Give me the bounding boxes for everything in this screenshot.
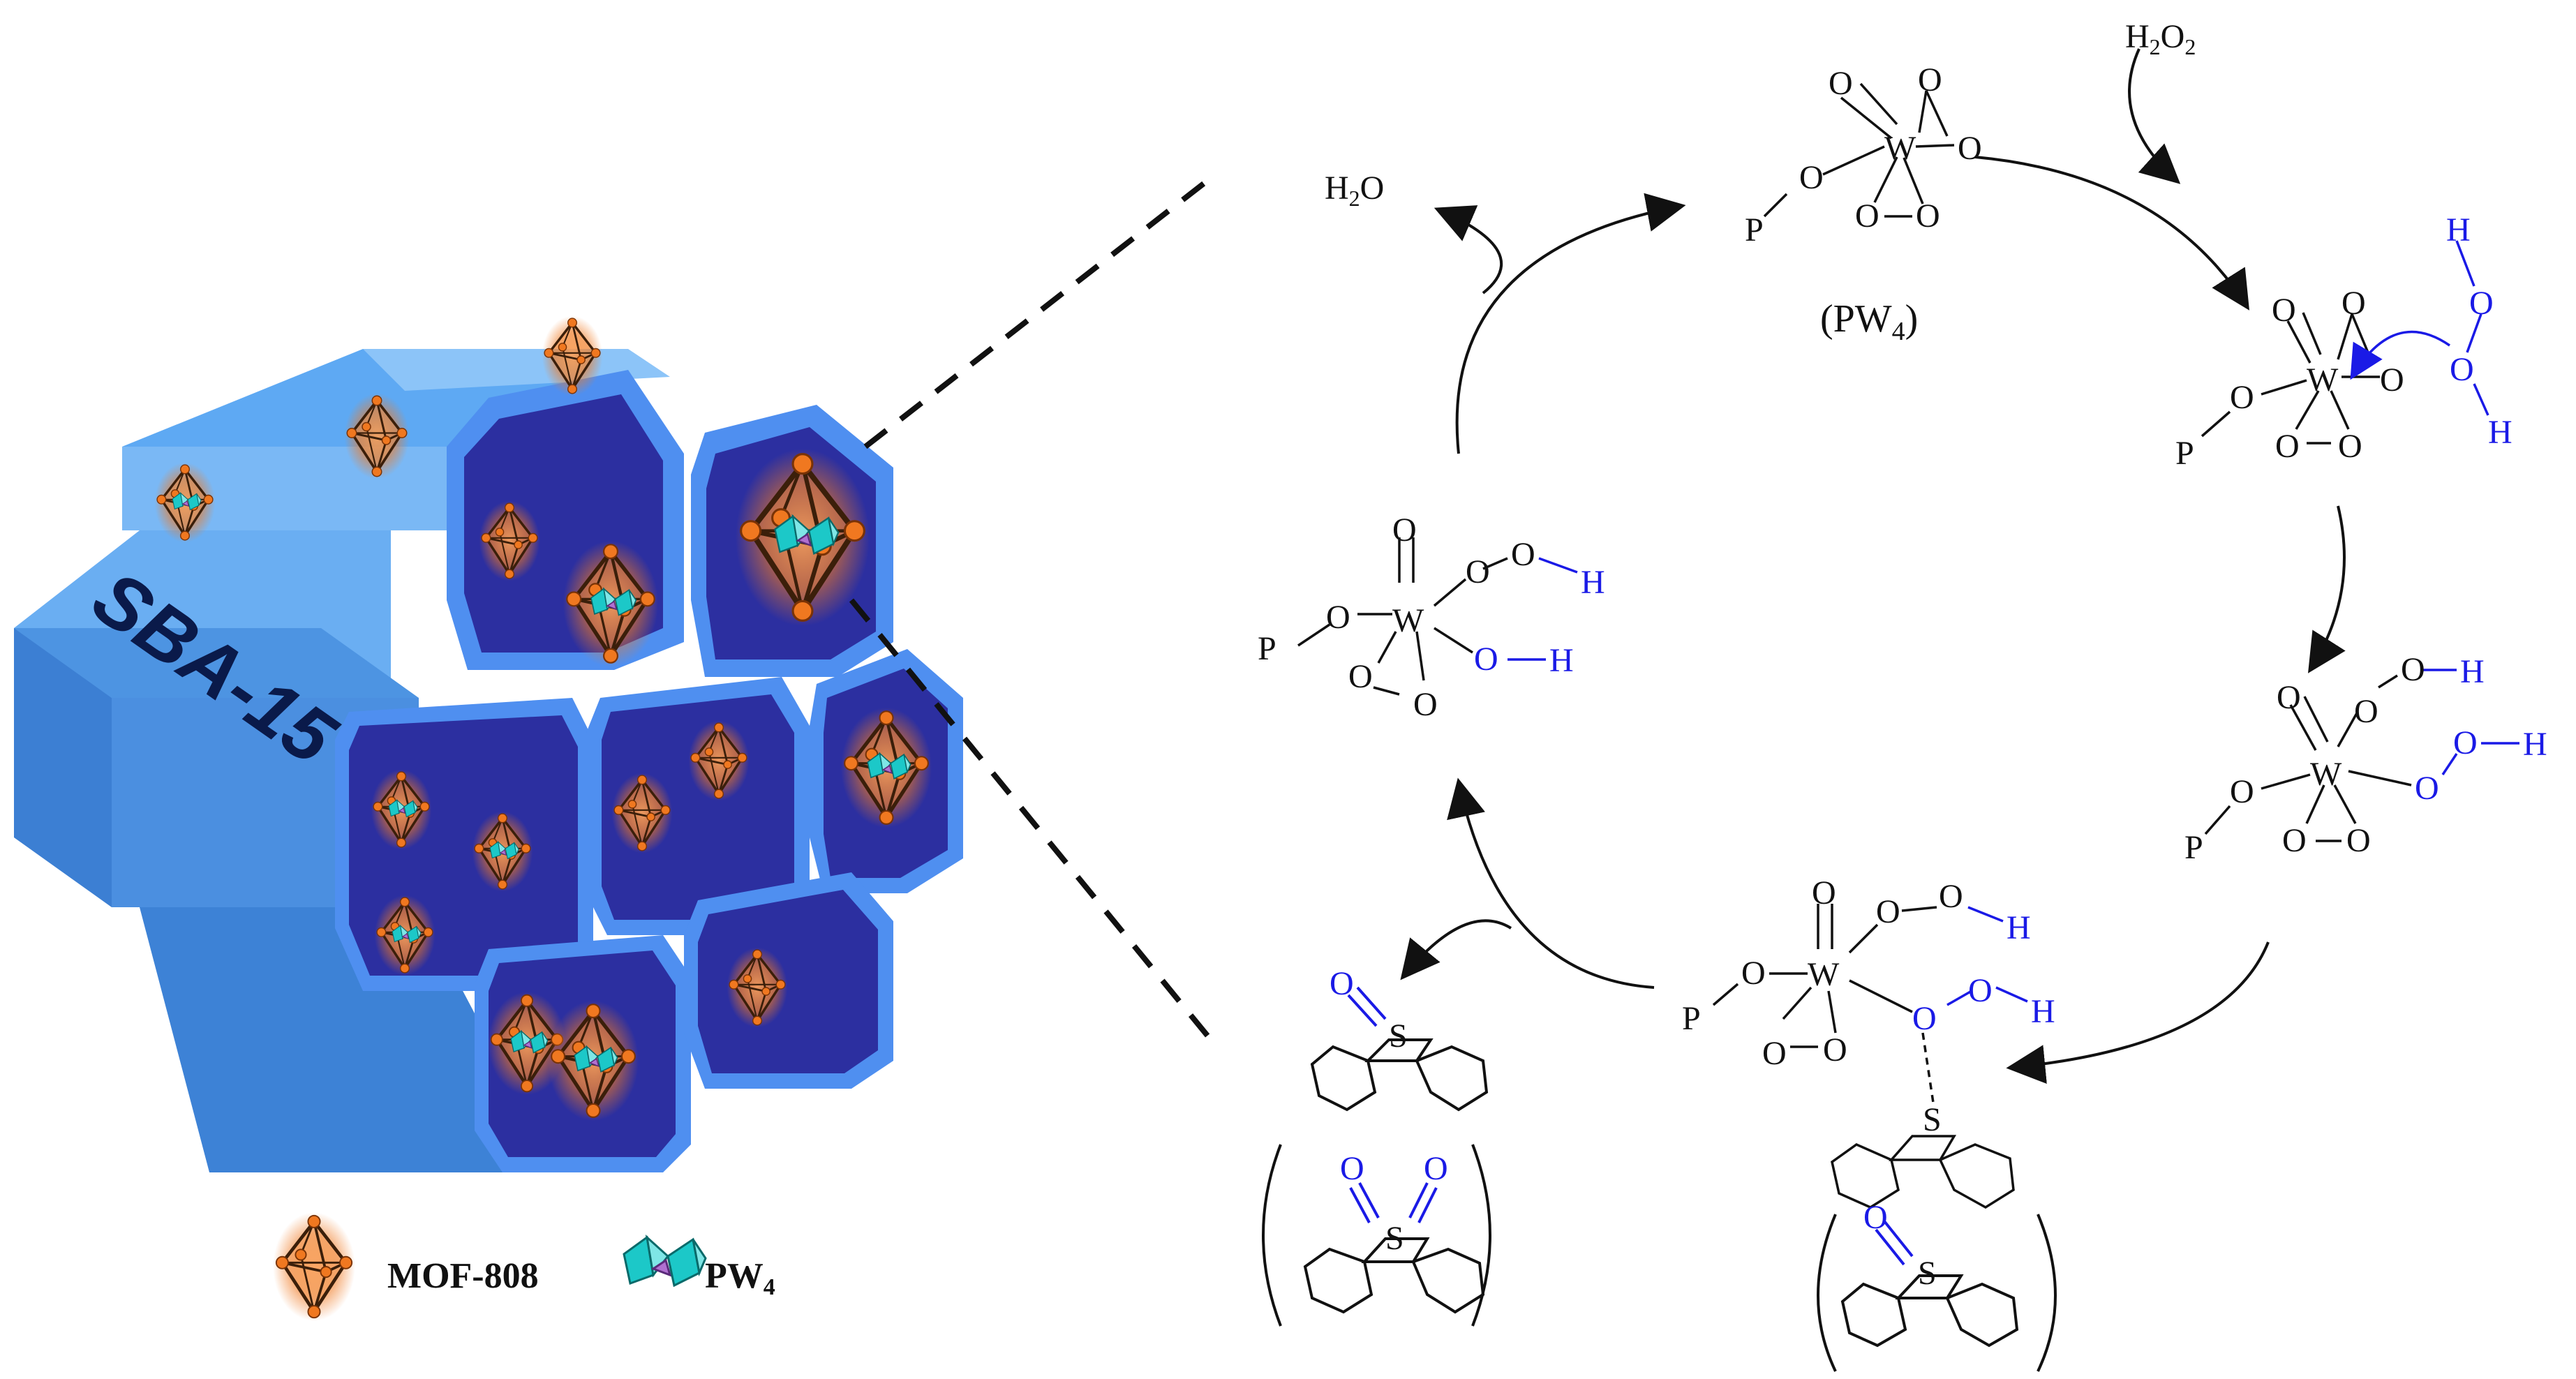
c2-W: W	[2307, 361, 2339, 398]
sulfoxide-O: O	[1863, 1199, 1888, 1236]
c4-O-br: O	[1823, 1031, 1847, 1068]
c3-H1: H	[2460, 653, 2485, 690]
arrow-top-to-right	[1974, 156, 2249, 311]
catalytic-cycle: O O W O O P O O (PW4) H2O2 H2O	[1258, 18, 2547, 1372]
c3-P: P	[2184, 829, 2203, 866]
c4-H2: H	[2031, 993, 2055, 1030]
c6-O-hydroxo: O	[1474, 641, 1498, 678]
c6-O-oo2: O	[1511, 536, 1535, 573]
c3-O-oo1: O	[2354, 693, 2378, 730]
c6-O-bl: O	[1348, 658, 1373, 695]
c2-O-br: O	[2338, 428, 2362, 465]
c2-O-bridge: O	[2230, 379, 2254, 416]
sulfone-O2: O	[1424, 1150, 1448, 1187]
c3-W: W	[2310, 756, 2342, 793]
c3-O-blue2: O	[2453, 724, 2478, 761]
pw4-O-oxo: O	[1829, 65, 1853, 102]
pw4-O-peroxo-top: O	[1918, 61, 1942, 98]
zoom-guides	[849, 175, 1214, 1042]
arrow-right-to-bottom	[2006, 941, 2270, 1084]
c6-O-oxo: O	[1392, 512, 1417, 549]
pw4-legend-icon	[623, 1236, 707, 1287]
c2-O-h2o2-1: O	[2469, 285, 2494, 322]
mof808-legend-label: MOF-808	[387, 1256, 539, 1296]
c4-O-bridge: O	[1741, 955, 1766, 992]
c6-H1: H	[1581, 564, 1605, 601]
pw4-W: W	[1884, 130, 1916, 167]
c2-O-oxo: O	[2272, 292, 2296, 329]
c4-O-oo1: O	[1876, 893, 1900, 930]
arrow-dbto-out	[1400, 919, 1512, 981]
c4-W: W	[1808, 956, 1840, 993]
c3-O-bridge: O	[2230, 773, 2254, 810]
c4-O-bl: O	[1762, 1035, 1787, 1072]
h2o2-label: H2O2	[2125, 18, 2196, 59]
c6-O-bridge: O	[1326, 599, 1350, 636]
sulfone-O1: O	[1340, 1150, 1364, 1187]
c2-H-bottom: H	[2488, 414, 2512, 451]
sulfoxide-S: S	[1918, 1255, 1937, 1292]
c4-O-blue1: O	[1912, 1000, 1937, 1037]
c3-H2: H	[2523, 726, 2547, 763]
c3-O-blue1: O	[2415, 770, 2439, 807]
dbt-intermediate	[1712, 904, 2028, 1103]
legend: MOF-808 PW4	[273, 1212, 775, 1321]
sulfoxide-bracketed	[1817, 1214, 2057, 1372]
arrow-left-to-top	[1455, 193, 1686, 454]
c2-O-right: O	[2380, 361, 2404, 398]
c2-P: P	[2175, 435, 2194, 472]
pw4-h2o2-complex	[2201, 240, 2489, 445]
arrow-h2o-out	[1434, 205, 1503, 295]
pw4-label: (PW4)	[1820, 297, 1918, 346]
sulfone-S: S	[1385, 1220, 1404, 1257]
c6-O-oo1: O	[1466, 553, 1490, 590]
pw4-O-bl: O	[1855, 197, 1879, 234]
c6-P: P	[1258, 630, 1276, 667]
product-sulfone-bracketed	[1262, 1144, 1491, 1327]
arrow-h2o2-in	[2128, 48, 2181, 184]
c2-H-top: H	[2446, 211, 2471, 248]
c3-O-oxo: O	[2277, 679, 2301, 716]
pw4-O-right: O	[1958, 130, 1982, 167]
c3-O-oo2: O	[2401, 651, 2425, 688]
hydroperoxo-species	[2204, 669, 2519, 842]
c4-O-blue2: O	[1968, 972, 1993, 1009]
arrow-bottom-to-left	[1447, 777, 1655, 989]
arrow-right-down	[2307, 505, 2346, 673]
product-sulfoxide	[1310, 986, 1489, 1112]
c3-O-bl: O	[2282, 822, 2307, 859]
product-S: S	[1389, 1018, 1408, 1054]
c4-O-oxo: O	[1812, 874, 1836, 911]
c3-O-br: O	[2346, 822, 2371, 859]
pw4-P: P	[1745, 211, 1764, 248]
c2-O-top: O	[2342, 285, 2366, 322]
c6-H2: H	[1549, 642, 1574, 679]
c4-H1: H	[2007, 909, 2031, 946]
pw4-O-bridge: O	[1799, 159, 1824, 196]
hydroxo-species	[1297, 537, 1578, 696]
pw4-species	[1763, 82, 1955, 218]
c6-O-br: O	[1413, 686, 1438, 723]
c4-O-oo2: O	[1939, 878, 1963, 915]
c6-W: W	[1392, 602, 1424, 639]
c4-S: S	[1923, 1101, 1942, 1138]
mof808-legend-icon	[273, 1212, 355, 1321]
c2-O-h2o2-2: O	[2450, 351, 2474, 388]
pw4-O-br: O	[1916, 197, 1940, 234]
product-O: O	[1330, 965, 1354, 1002]
c2-O-bl: O	[2275, 428, 2300, 465]
c4-P: P	[1682, 1000, 1701, 1037]
pw4-legend-label: PW4	[705, 1256, 775, 1300]
h2o-label: H2O	[1325, 170, 1384, 211]
sba15-support: SBA-15 MOF-808 PW4	[14, 314, 963, 1321]
dbt-molecule	[1831, 1135, 2015, 1209]
